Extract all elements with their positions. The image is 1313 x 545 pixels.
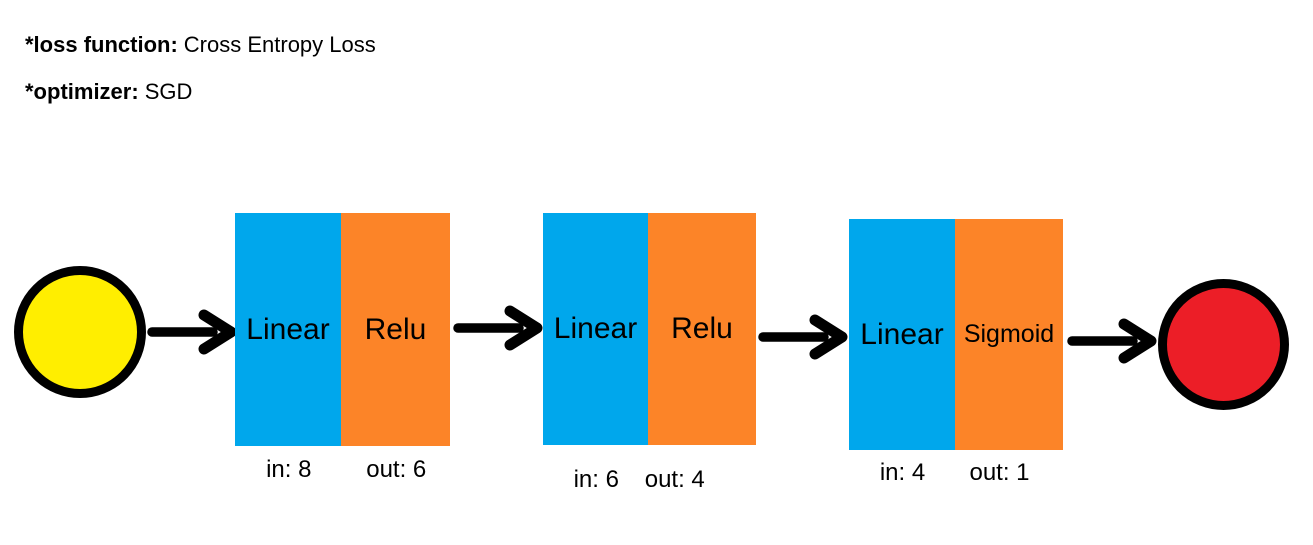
arrow-layer2-to-layer3-icon xyxy=(758,314,848,360)
layer-2-io-labels: in: 6 out: 4 xyxy=(543,466,756,494)
layer-block-3: Linear Sigmoid xyxy=(849,219,1063,450)
arrow-layer1-to-layer2-icon xyxy=(453,305,543,351)
linear-op-3: Linear xyxy=(849,219,955,450)
linear-op-2: Linear xyxy=(543,213,648,445)
loss-function-label: *loss function: xyxy=(25,32,178,57)
activation-op-2: Relu xyxy=(648,213,756,445)
loss-function-line: *loss function:Cross Entropy Loss xyxy=(25,31,376,59)
layer-block-2: Linear Relu xyxy=(543,213,756,445)
layer-3-io-labels: in: 4 out: 1 xyxy=(849,459,1063,487)
layer-1-in-label: in: 8 xyxy=(266,456,312,483)
linear-op-3-label: Linear xyxy=(860,317,944,351)
arrow-input-to-layer1-icon xyxy=(147,309,237,355)
optimizer-line: *optimizer:SGD xyxy=(25,78,192,106)
activation-op-2-label: Relu xyxy=(671,312,733,345)
layer-3-out-label: out: 1 xyxy=(969,459,1030,486)
linear-op-1-label: Linear xyxy=(246,312,330,346)
layer-block-1: Linear Relu xyxy=(235,213,450,446)
arrow-layer3-to-output-icon xyxy=(1067,318,1157,364)
linear-op-2-label: Linear xyxy=(553,312,638,345)
activation-op-3-label: Sigmoid xyxy=(963,320,1055,348)
activation-op-1-label: Relu xyxy=(364,312,427,346)
loss-function-value: Cross Entropy Loss xyxy=(183,32,376,57)
activation-op-1: Relu xyxy=(341,213,450,446)
layer-1-out-label: out: 6 xyxy=(366,456,427,483)
layer-2-out-label: out: 4 xyxy=(644,466,705,493)
layer-3-in-label: in: 4 xyxy=(879,459,926,486)
activation-op-3: Sigmoid xyxy=(955,219,1063,450)
layer-2-in-label: in: 6 xyxy=(573,466,619,493)
layer-1-io-labels: in: 8 out: 6 xyxy=(235,456,450,484)
optimizer-label: *optimizer: xyxy=(25,79,139,104)
linear-op-1: Linear xyxy=(235,213,341,446)
output-node xyxy=(1158,279,1289,410)
optimizer-value: SGD xyxy=(144,79,193,104)
input-node xyxy=(14,266,146,398)
